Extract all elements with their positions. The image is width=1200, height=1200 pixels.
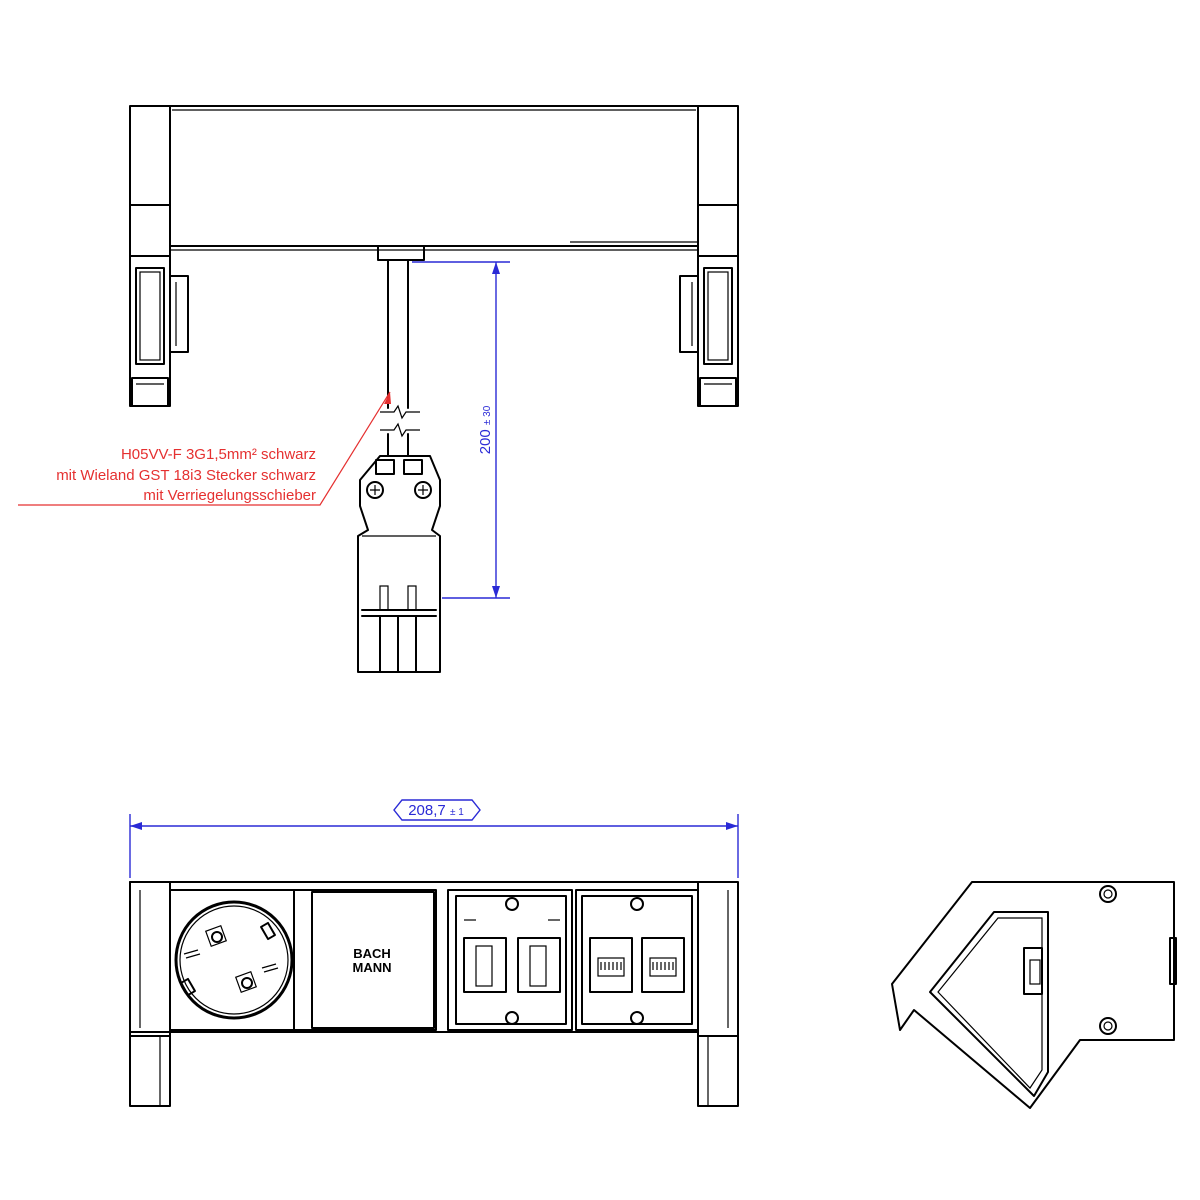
top-left-endcap <box>129 105 189 407</box>
blank-logo-panel: BACH MANN <box>293 889 437 1031</box>
cable-annotation: H05VV-F 3G1,5mm² schwarz mit Wieland GST… <box>18 391 391 506</box>
cable-length-dimension: 200 ± 30 <box>412 261 510 599</box>
width-value: 208,7 <box>408 802 446 819</box>
top-view: 200 ± 30 H05VV-F 3G1,5mm² schwarz mit Wi… <box>18 105 739 673</box>
annotation-line-2: mit Wieland GST 18i3 Stecker schwarz <box>56 467 316 484</box>
screw-icon <box>414 481 432 499</box>
schuko-socket <box>169 889 295 1031</box>
logo-line-2: MANN <box>353 960 392 975</box>
cable-length-value: 200 <box>477 429 494 454</box>
hdmi-module <box>447 889 573 1031</box>
cable-length-tolerance: ± 30 <box>482 405 493 425</box>
svg-text:200 ± 30: 200 ± 30 <box>477 405 494 454</box>
front-right-endcap <box>697 881 739 1107</box>
front-left-endcap <box>129 881 171 1107</box>
screw-icon <box>366 481 384 499</box>
annotation-line-3: mit Verriegelungsschieber <box>143 487 316 504</box>
svg-text:208,7 ± 1: 208,7 ± 1 <box>408 802 464 819</box>
rj45-module <box>575 889 699 1031</box>
width-dimension: 208,7 ± 1 <box>129 799 739 878</box>
annotation-line-1: H05VV-F 3G1,5mm² schwarz <box>121 446 316 463</box>
front-view: 208,7 ± 1 <box>129 799 739 1107</box>
side-view <box>891 881 1177 1109</box>
logo-line-1: BACH <box>353 946 391 961</box>
top-main-body <box>169 105 699 261</box>
top-right-endcap <box>679 105 739 407</box>
cable <box>380 259 420 457</box>
wieland-connector <box>357 455 441 673</box>
width-tolerance: ± 1 <box>450 807 464 818</box>
